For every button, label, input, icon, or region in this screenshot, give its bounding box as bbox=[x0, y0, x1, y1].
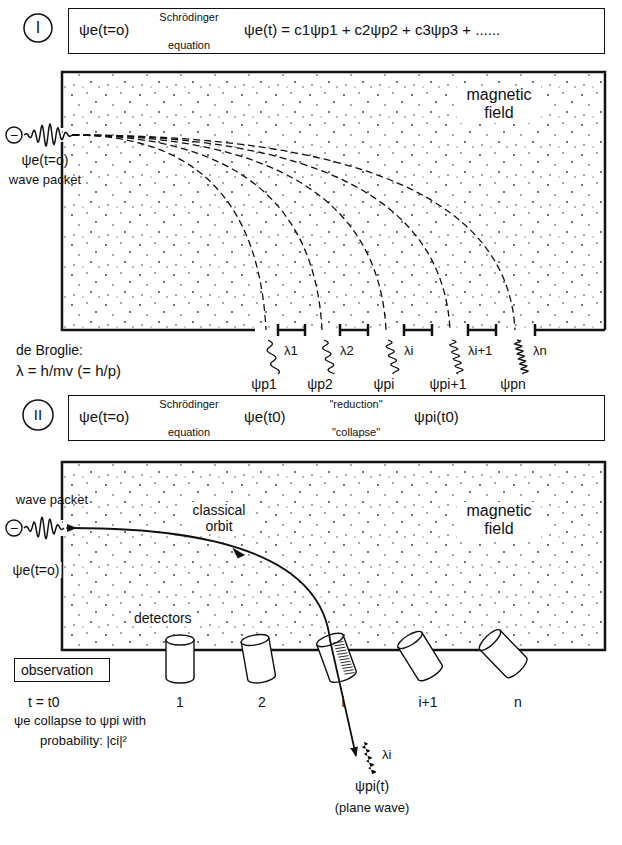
formula-text: "collapse" bbox=[332, 426, 380, 439]
formula-label: λ = h/mv (= h/p) bbox=[16, 362, 121, 379]
caption-label: (plane wave) bbox=[335, 801, 409, 816]
region-label: classical orbit bbox=[182, 502, 256, 534]
electron-sign: − bbox=[10, 127, 18, 143]
wavefunction-label: ψe(t=o) bbox=[22, 152, 69, 168]
wavefunction-label: ψpn bbox=[500, 376, 526, 392]
detector bbox=[166, 635, 194, 683]
wave-packet bbox=[24, 517, 64, 538]
formula-text: ψe(t) = c1ψp1 + c2ψp2 + c3ψp3 + ...... bbox=[244, 21, 500, 38]
wavefunction-label: ψpi bbox=[374, 376, 395, 392]
circled-numeral: I bbox=[36, 19, 40, 37]
note-label: de Broglie: bbox=[16, 342, 83, 358]
de-broglie-wave bbox=[386, 340, 398, 374]
wavefunction-label: ψpi+1 bbox=[430, 376, 467, 392]
formula-text: ψe(t=o) bbox=[79, 21, 129, 38]
de-broglie-wave bbox=[323, 340, 335, 374]
magnetic-field-region: magnetic field classical orbit detectors bbox=[62, 462, 605, 650]
wavelength-label: λn bbox=[533, 344, 547, 359]
slit-bar bbox=[278, 324, 305, 336]
detector-number: i bbox=[341, 694, 344, 710]
de-broglie-wave bbox=[515, 340, 528, 374]
formula-box: ψe(t=o) Schrödinger equation ψe(t0) "reducti… bbox=[68, 395, 605, 441]
detector bbox=[315, 631, 358, 686]
formula-text: equation bbox=[168, 39, 210, 52]
slit-bar bbox=[340, 324, 368, 336]
detector bbox=[395, 628, 444, 684]
formula-text: observation bbox=[21, 662, 93, 678]
electron-sign: − bbox=[10, 520, 18, 536]
detector bbox=[240, 633, 276, 685]
detector-number: 1 bbox=[176, 694, 184, 710]
note-label: t = t0 bbox=[28, 694, 60, 710]
de-broglie-wave bbox=[267, 340, 279, 374]
detector-number: 2 bbox=[258, 694, 266, 710]
slit-bar bbox=[468, 324, 496, 336]
wavelength-label: λ2 bbox=[340, 344, 354, 359]
formula-text: "reduction" bbox=[329, 398, 382, 411]
wavefunction-label: ψe(t=o) bbox=[11, 562, 62, 578]
formula-box: ψe(t=o) Schrödinger equation ψe(t) = c1ψp1 … bbox=[68, 8, 605, 54]
region-label: magnetic field bbox=[457, 86, 541, 123]
formula-text: ψe(t0) bbox=[244, 408, 286, 425]
formula-text: Schrödinger bbox=[159, 398, 218, 411]
de-broglie-wave bbox=[362, 742, 376, 774]
slit-bar bbox=[535, 324, 605, 336]
wavelength-label: λi bbox=[404, 344, 413, 359]
detector-number: n bbox=[514, 694, 522, 710]
slit-bar bbox=[404, 324, 432, 336]
note-label: ψe collapse to ψpi with bbox=[14, 714, 146, 729]
wave-packet bbox=[24, 124, 72, 146]
wavefunction-label: ψpi(t) bbox=[355, 778, 389, 794]
region-label: detectors bbox=[132, 610, 194, 626]
de-broglie-wave bbox=[450, 340, 463, 374]
trajectory bbox=[72, 135, 450, 330]
note-label: probability: |ci|² bbox=[40, 734, 127, 749]
caption-label: wave packet bbox=[9, 173, 81, 188]
formula-text: equation bbox=[168, 426, 210, 439]
detector-number: i+1 bbox=[418, 694, 437, 710]
wavefunction-label: ψp2 bbox=[307, 376, 333, 392]
trajectory bbox=[72, 135, 386, 330]
wavelength-label: λi bbox=[382, 748, 391, 763]
observation-box: observation bbox=[14, 658, 110, 682]
wavefunction-label: ψp1 bbox=[251, 376, 277, 392]
wavelength-label: λ1 bbox=[284, 344, 298, 359]
trajectory bbox=[72, 135, 266, 330]
formula-text: Schrödinger bbox=[159, 11, 218, 24]
trajectory bbox=[72, 135, 515, 330]
caption-label: wave packet bbox=[16, 493, 88, 508]
formula-text: ψpi(t0) bbox=[414, 408, 459, 425]
wavelength-label: λi+1 bbox=[468, 344, 492, 359]
detector bbox=[476, 627, 529, 681]
trajectory bbox=[72, 135, 322, 330]
region-label: magnetic field bbox=[457, 502, 541, 539]
magnetic-field-region: magnetic field bbox=[62, 72, 605, 330]
circled-numeral: II bbox=[34, 406, 42, 423]
formula-text: ψe(t=o) bbox=[79, 408, 129, 425]
